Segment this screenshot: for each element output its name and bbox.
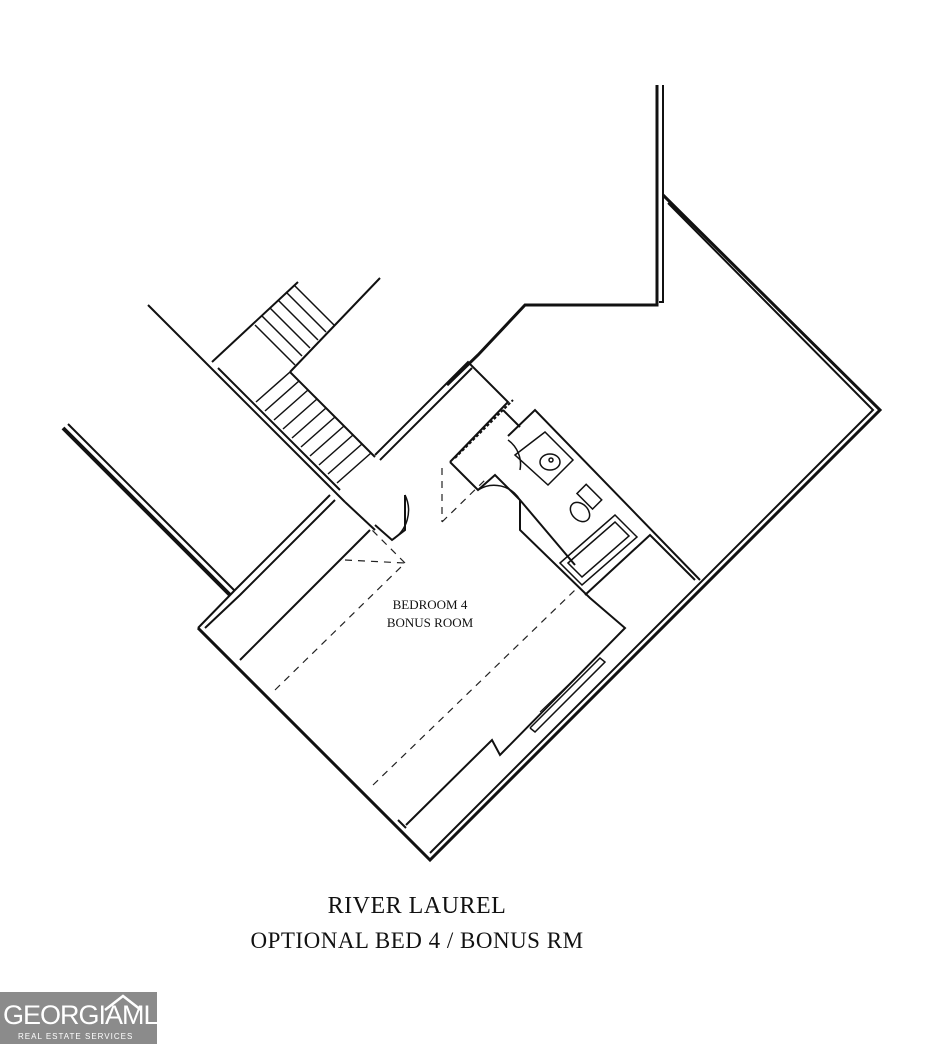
room-label-line1: BEDROOM 4 — [392, 597, 468, 612]
logo-brand: GEORGIAMLS — [3, 1000, 176, 1030]
stair-treads-lower — [255, 371, 372, 484]
plan-title: RIVER LAUREL — [327, 893, 507, 919]
toilet-tank-icon — [575, 483, 603, 511]
stair-wall-left — [147, 304, 346, 503]
window — [529, 656, 607, 734]
exterior-wall-west — [61, 426, 232, 597]
room-label-bedroom-4: BEDROOM 4 BONUS ROOM — [380, 596, 480, 632]
sink-counter — [513, 431, 575, 487]
sink-icon — [539, 453, 561, 471]
door-swing-icon — [391, 494, 410, 541]
stair-treads-upper — [254, 284, 335, 366]
bathtub-icon — [558, 513, 639, 587]
plan-subtitle: OPTIONAL BED 4 / BONUS RM — [250, 928, 584, 953]
logo-tagline: REAL ESTATE SERVICES — [18, 1032, 134, 1041]
house-roof-icon — [104, 994, 142, 1011]
room-label-line2: BONUS ROOM — [386, 615, 474, 630]
exterior-wall-north — [445, 85, 659, 387]
toilet-icon — [569, 501, 591, 523]
georgia-mls-logo: GEORGIAMLS REAL ESTATE SERVICES — [0, 992, 176, 1044]
exterior-wall-east — [196, 193, 883, 863]
